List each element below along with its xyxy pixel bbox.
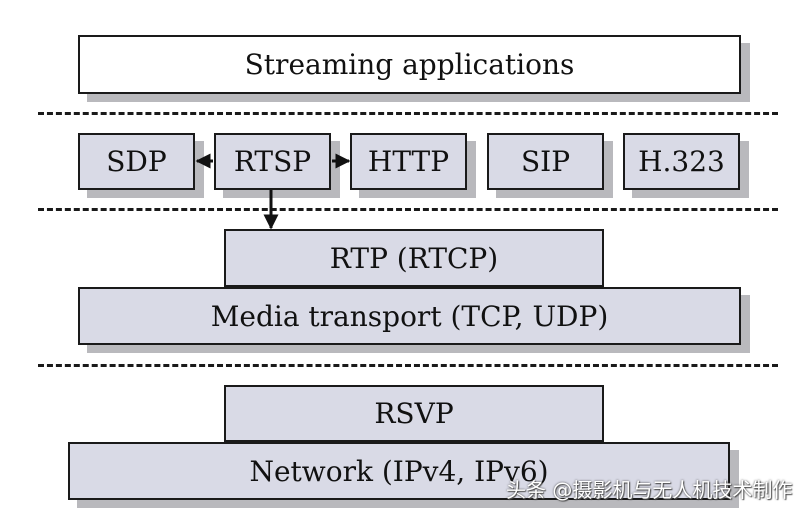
- streaming-applications-box: Streaming applications: [78, 35, 741, 94]
- sip-label: SIP: [520, 145, 571, 178]
- separator-line: [38, 364, 778, 367]
- media-transport-label: Media transport (TCP, UDP): [210, 299, 609, 333]
- rsvp-box: RSVP: [224, 385, 604, 442]
- rtsp-box: RTSP: [214, 133, 331, 190]
- media-transport-box: Media transport (TCP, UDP): [78, 287, 741, 345]
- rtp-box: RTP (RTCP): [224, 229, 604, 287]
- http-box: HTTP: [350, 133, 467, 190]
- h323-label: H.323: [638, 145, 725, 178]
- h323-box: H.323: [623, 133, 740, 190]
- rtp-label: RTP (RTCP): [329, 241, 499, 275]
- sdp-label: SDP: [106, 145, 167, 178]
- rsvp-label: RSVP: [374, 397, 454, 430]
- network-box: Network (IPv4, IPv6): [68, 442, 730, 500]
- separator-line: [38, 112, 778, 115]
- watermark-text: 头条 @摄影机与无人机技术制作: [506, 478, 793, 502]
- sip-box: SIP: [487, 133, 604, 190]
- separator-line: [38, 208, 778, 211]
- rtsp-label: RTSP: [233, 145, 312, 178]
- sdp-box: SDP: [78, 133, 195, 190]
- streaming-applications-label: Streaming applications: [244, 48, 575, 81]
- network-label: Network (IPv4, IPv6): [249, 454, 549, 488]
- http-label: HTTP: [367, 145, 450, 178]
